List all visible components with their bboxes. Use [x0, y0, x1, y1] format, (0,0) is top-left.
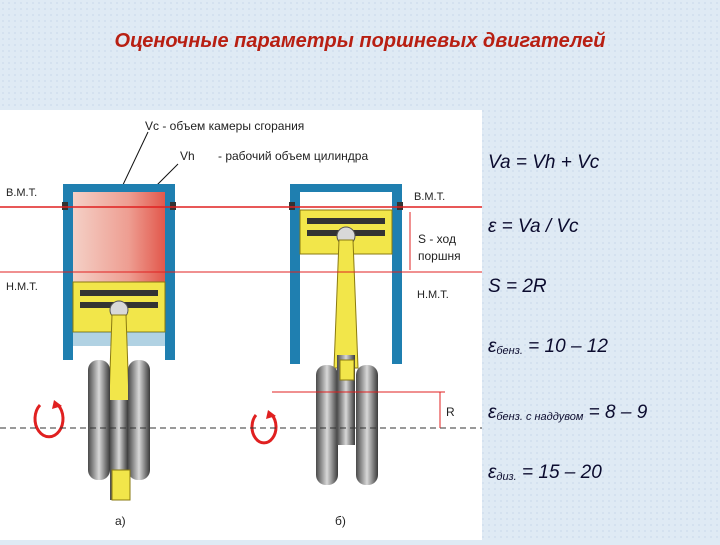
- slide-title: Оценочные параметры поршневых двигателей: [0, 30, 720, 53]
- caption-a: а): [115, 514, 126, 528]
- rotation-arrow-a: [35, 405, 63, 437]
- formula-stroke: S = 2R: [488, 276, 547, 298]
- engine-diagram: Vc - объем камеры сгорания Vh - рабочий …: [0, 110, 482, 540]
- rotation-arrow-b: [252, 415, 276, 443]
- tdc-left-label: В.М.Т.: [6, 187, 37, 199]
- tdc-right-label: В.М.Т.: [414, 191, 445, 203]
- bdc-right-label: Н.М.Т.: [417, 289, 449, 301]
- formula-petrol: εбенз. = 10 – 12: [488, 336, 608, 358]
- vc-label: Vc - объем камеры сгорания: [145, 119, 304, 133]
- formula-epsilon: ε = Va / Vc: [488, 216, 579, 238]
- cylinder-a: [35, 184, 176, 500]
- vh-symbol: Vh: [180, 149, 195, 163]
- formula-diesel: εдиз. = 15 – 20: [488, 462, 602, 484]
- stroke-label-1: S - ход: [418, 232, 456, 246]
- caption-b: б): [335, 514, 346, 528]
- stroke-label-2: поршня: [418, 249, 461, 263]
- cylinder-b: [252, 184, 403, 485]
- bdc-left-label: Н.М.Т.: [6, 281, 38, 293]
- formula-turbo: εбенз. с наддувом = 8 – 9: [488, 402, 647, 424]
- combustion-gas: [73, 192, 165, 282]
- vh-label: - рабочий объем цилиндра: [218, 149, 368, 163]
- engine-diagram-panel: Vc - объем камеры сгорания Vh - рабочий …: [0, 110, 482, 540]
- radius-label: R: [446, 405, 455, 419]
- formula-va: Va = Vh + Vc: [488, 152, 599, 174]
